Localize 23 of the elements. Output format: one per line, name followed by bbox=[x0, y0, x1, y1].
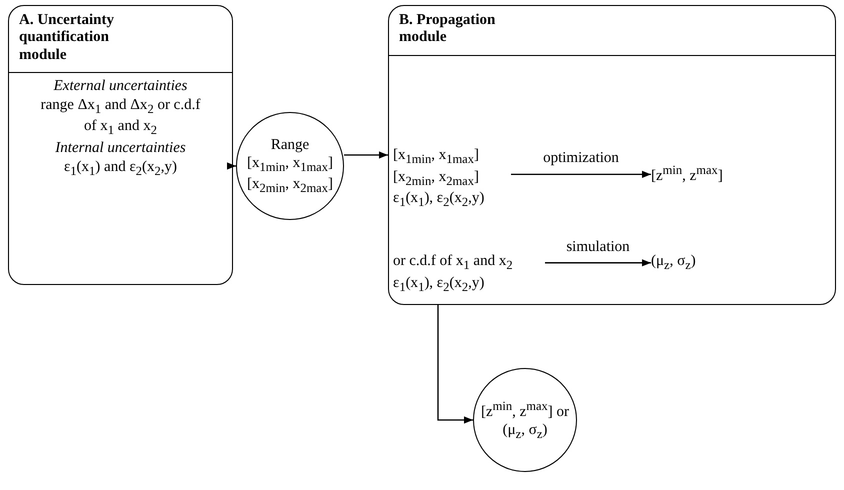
arrow bbox=[344, 151, 388, 159]
expression-text: [z$^{min}$, z$^{max}$] bbox=[651, 163, 723, 186]
arrow bbox=[227, 162, 236, 170]
arrow bbox=[545, 259, 651, 266]
heading-text: A. Uncertainty quantification module bbox=[18, 11, 115, 64]
module-box bbox=[388, 5, 836, 305]
circle-text: Range bbox=[270, 136, 310, 154]
heading-text: B. Propagation module bbox=[398, 11, 496, 48]
body-text: range Δx$_{1}$ and Δx$_{2}$ or c.d.f of x$_{1}$ and x$_{2}$ bbox=[40, 96, 200, 139]
circle-text: [z$^{min}$, z$^{max}$] or (μ$_{z}$, σ$_{z}$) bbox=[480, 398, 570, 442]
circle-text: [x$_{1min}$, x$_{1max}$] [x$_{2min}$, x$_{2max}$] bbox=[246, 154, 334, 196]
expression-text: or c.d.f of x$_{1}$ and x$_{2}$ ε$_{1}$(x$_{1}$), ε$_{2}$(x$_{2}$,y) bbox=[393, 252, 545, 296]
body-text: ε$_{1}$(x$_{1}$) and ε$_{2}$(x$_{2}$,y) bbox=[62, 158, 178, 180]
circle-node bbox=[473, 368, 577, 472]
expression-text: [x$_{1min}$, x$_{1max}$] [x$_{2min}$, x$_{2max}$] ε$_{1}$(x$_{1}$), ε$_{2}$(x$_{2}$,y) bbox=[393, 146, 511, 211]
arrow bbox=[511, 170, 651, 178]
body-text: Internal uncertainties bbox=[54, 138, 187, 158]
circle-node bbox=[236, 112, 344, 220]
arrow bbox=[437, 305, 473, 424]
body-text: External uncertainties bbox=[52, 76, 188, 96]
edge-label: optimization bbox=[541, 149, 621, 168]
module-box bbox=[8, 5, 233, 285]
expression-text: (μ$_{z}$, σ$_{z}$) bbox=[651, 252, 696, 274]
